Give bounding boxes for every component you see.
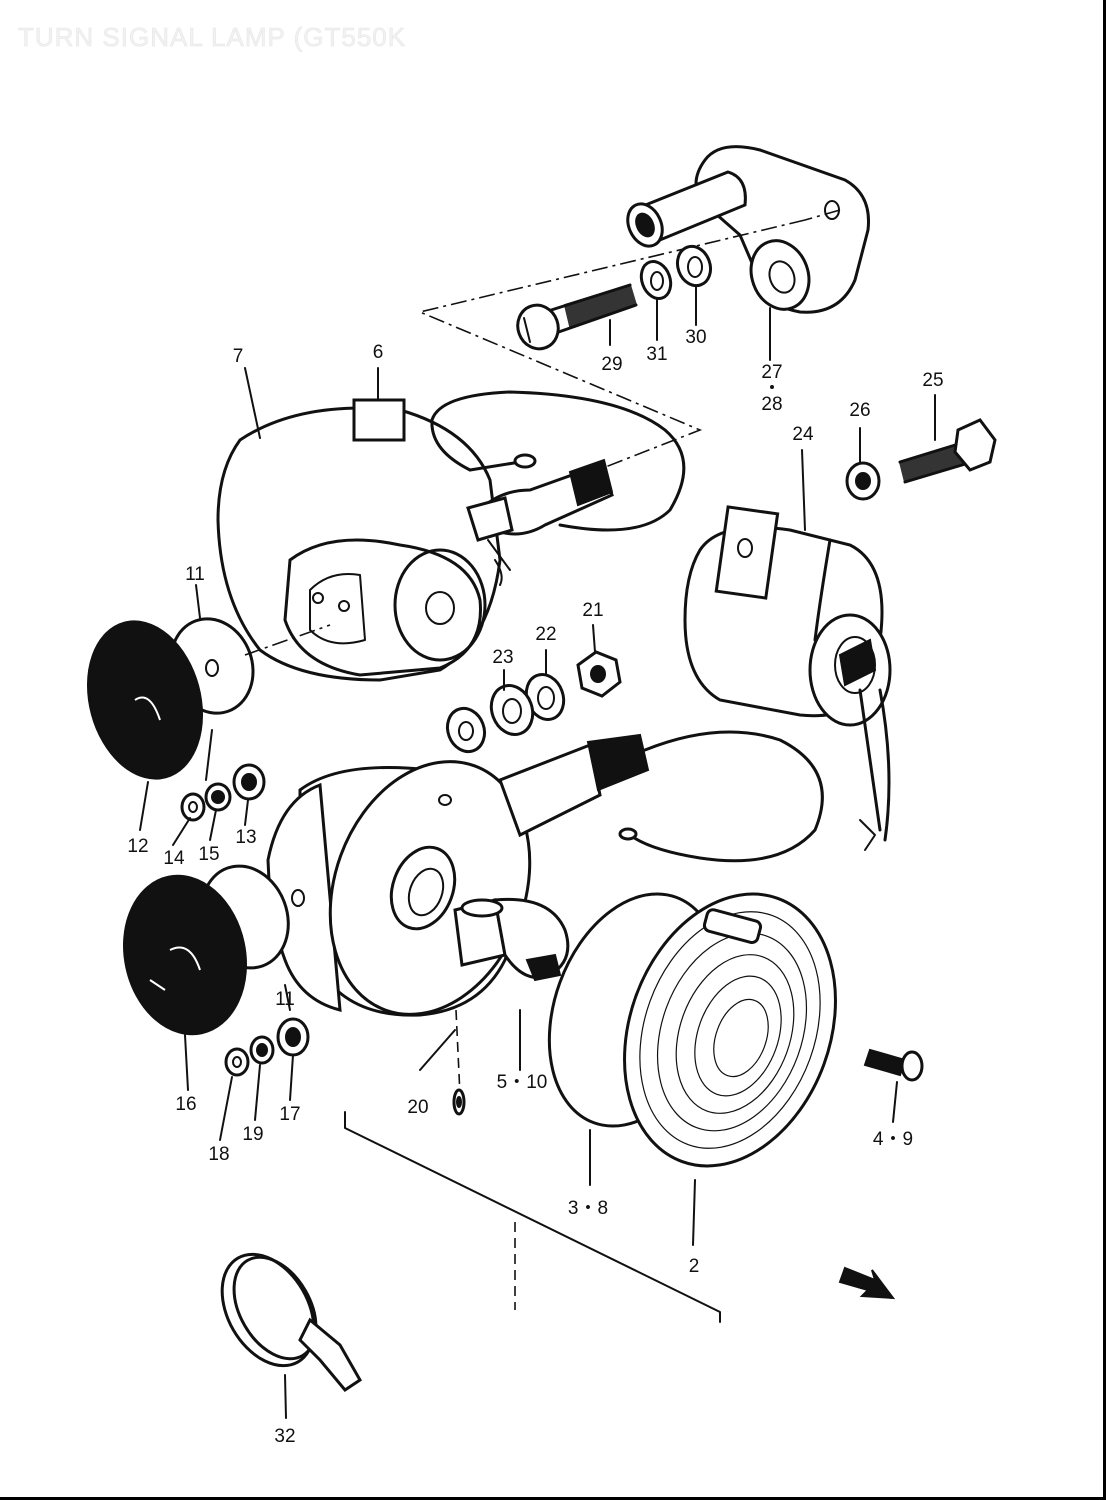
label-15: 15: [198, 844, 219, 865]
label-24: 24: [792, 424, 814, 445]
label-20: 20: [407, 1097, 428, 1118]
lens-12: [86, 617, 255, 780]
part-labels: 7 6 29 31 30 27 28 25 26 24 21 22 23 11 …: [127, 327, 943, 1447]
washer-23: [445, 684, 535, 754]
mounting-bracket: [626, 145, 871, 314]
label-19: 19: [242, 1124, 263, 1145]
lower-wire: [628, 730, 824, 863]
label-23: 23: [492, 647, 513, 668]
lamp-lens-2: [623, 892, 837, 1168]
screw-4-9: [863, 1048, 924, 1082]
label-27-28-dot: [770, 385, 774, 389]
hose-clamp-32: [220, 1252, 362, 1392]
label-16: 16: [175, 1094, 196, 1115]
label-5-10: 5・10: [497, 1072, 548, 1093]
label-12: 12: [127, 836, 148, 857]
label-26: 26: [849, 400, 870, 421]
upper-lamp-housing: [216, 398, 614, 682]
terminal-20: [452, 1009, 466, 1116]
front-arrow-icon: [838, 1266, 896, 1300]
label-13: 13: [235, 827, 256, 848]
upper-wire: [430, 390, 686, 532]
washer-31: [639, 260, 673, 300]
relay-wires: [813, 538, 891, 842]
lens-axis-upper: [244, 624, 331, 656]
label-25: 25: [922, 370, 943, 391]
diagram-title: TURN SIGNAL LAMP (GT550K: [18, 22, 407, 53]
label-31: 31: [646, 344, 667, 365]
bolt-25: [898, 418, 997, 484]
label-30: 30: [685, 327, 706, 348]
washer-26: [845, 461, 881, 501]
label-22: 22: [535, 624, 556, 645]
fasteners-13-15: [180, 763, 266, 822]
label-27: 27: [761, 362, 782, 383]
label-32: 32: [274, 1426, 295, 1447]
leader-lines: [139, 286, 936, 1419]
label-29: 29: [601, 354, 622, 375]
fasteners-17-19: [224, 1017, 310, 1077]
washer-30: [675, 244, 713, 288]
washer-22: [524, 673, 566, 721]
label-4-9: 4・9: [873, 1129, 913, 1150]
label-2: 2: [689, 1256, 700, 1277]
bolt-29: [516, 283, 638, 351]
flasher-relay-24: [683, 505, 892, 727]
label-21: 21: [582, 600, 603, 621]
bulb-5-10: [453, 897, 570, 982]
label-17: 17: [279, 1104, 300, 1125]
label-3-8: 3・8: [568, 1198, 608, 1219]
label-18: 18: [208, 1144, 229, 1165]
nut-21: [576, 650, 622, 698]
assembly-group-bracket: [344, 1111, 721, 1323]
label-28: 28: [761, 394, 782, 415]
label-11-lower: 11: [275, 989, 295, 1010]
lower-lamp-housing: [266, 733, 650, 1017]
label-14: 14: [163, 848, 185, 869]
label-7: 7: [233, 346, 244, 367]
label-6: 6: [373, 342, 384, 363]
lens-16: [122, 864, 305, 1036]
label-11-upper: 11: [185, 564, 205, 585]
